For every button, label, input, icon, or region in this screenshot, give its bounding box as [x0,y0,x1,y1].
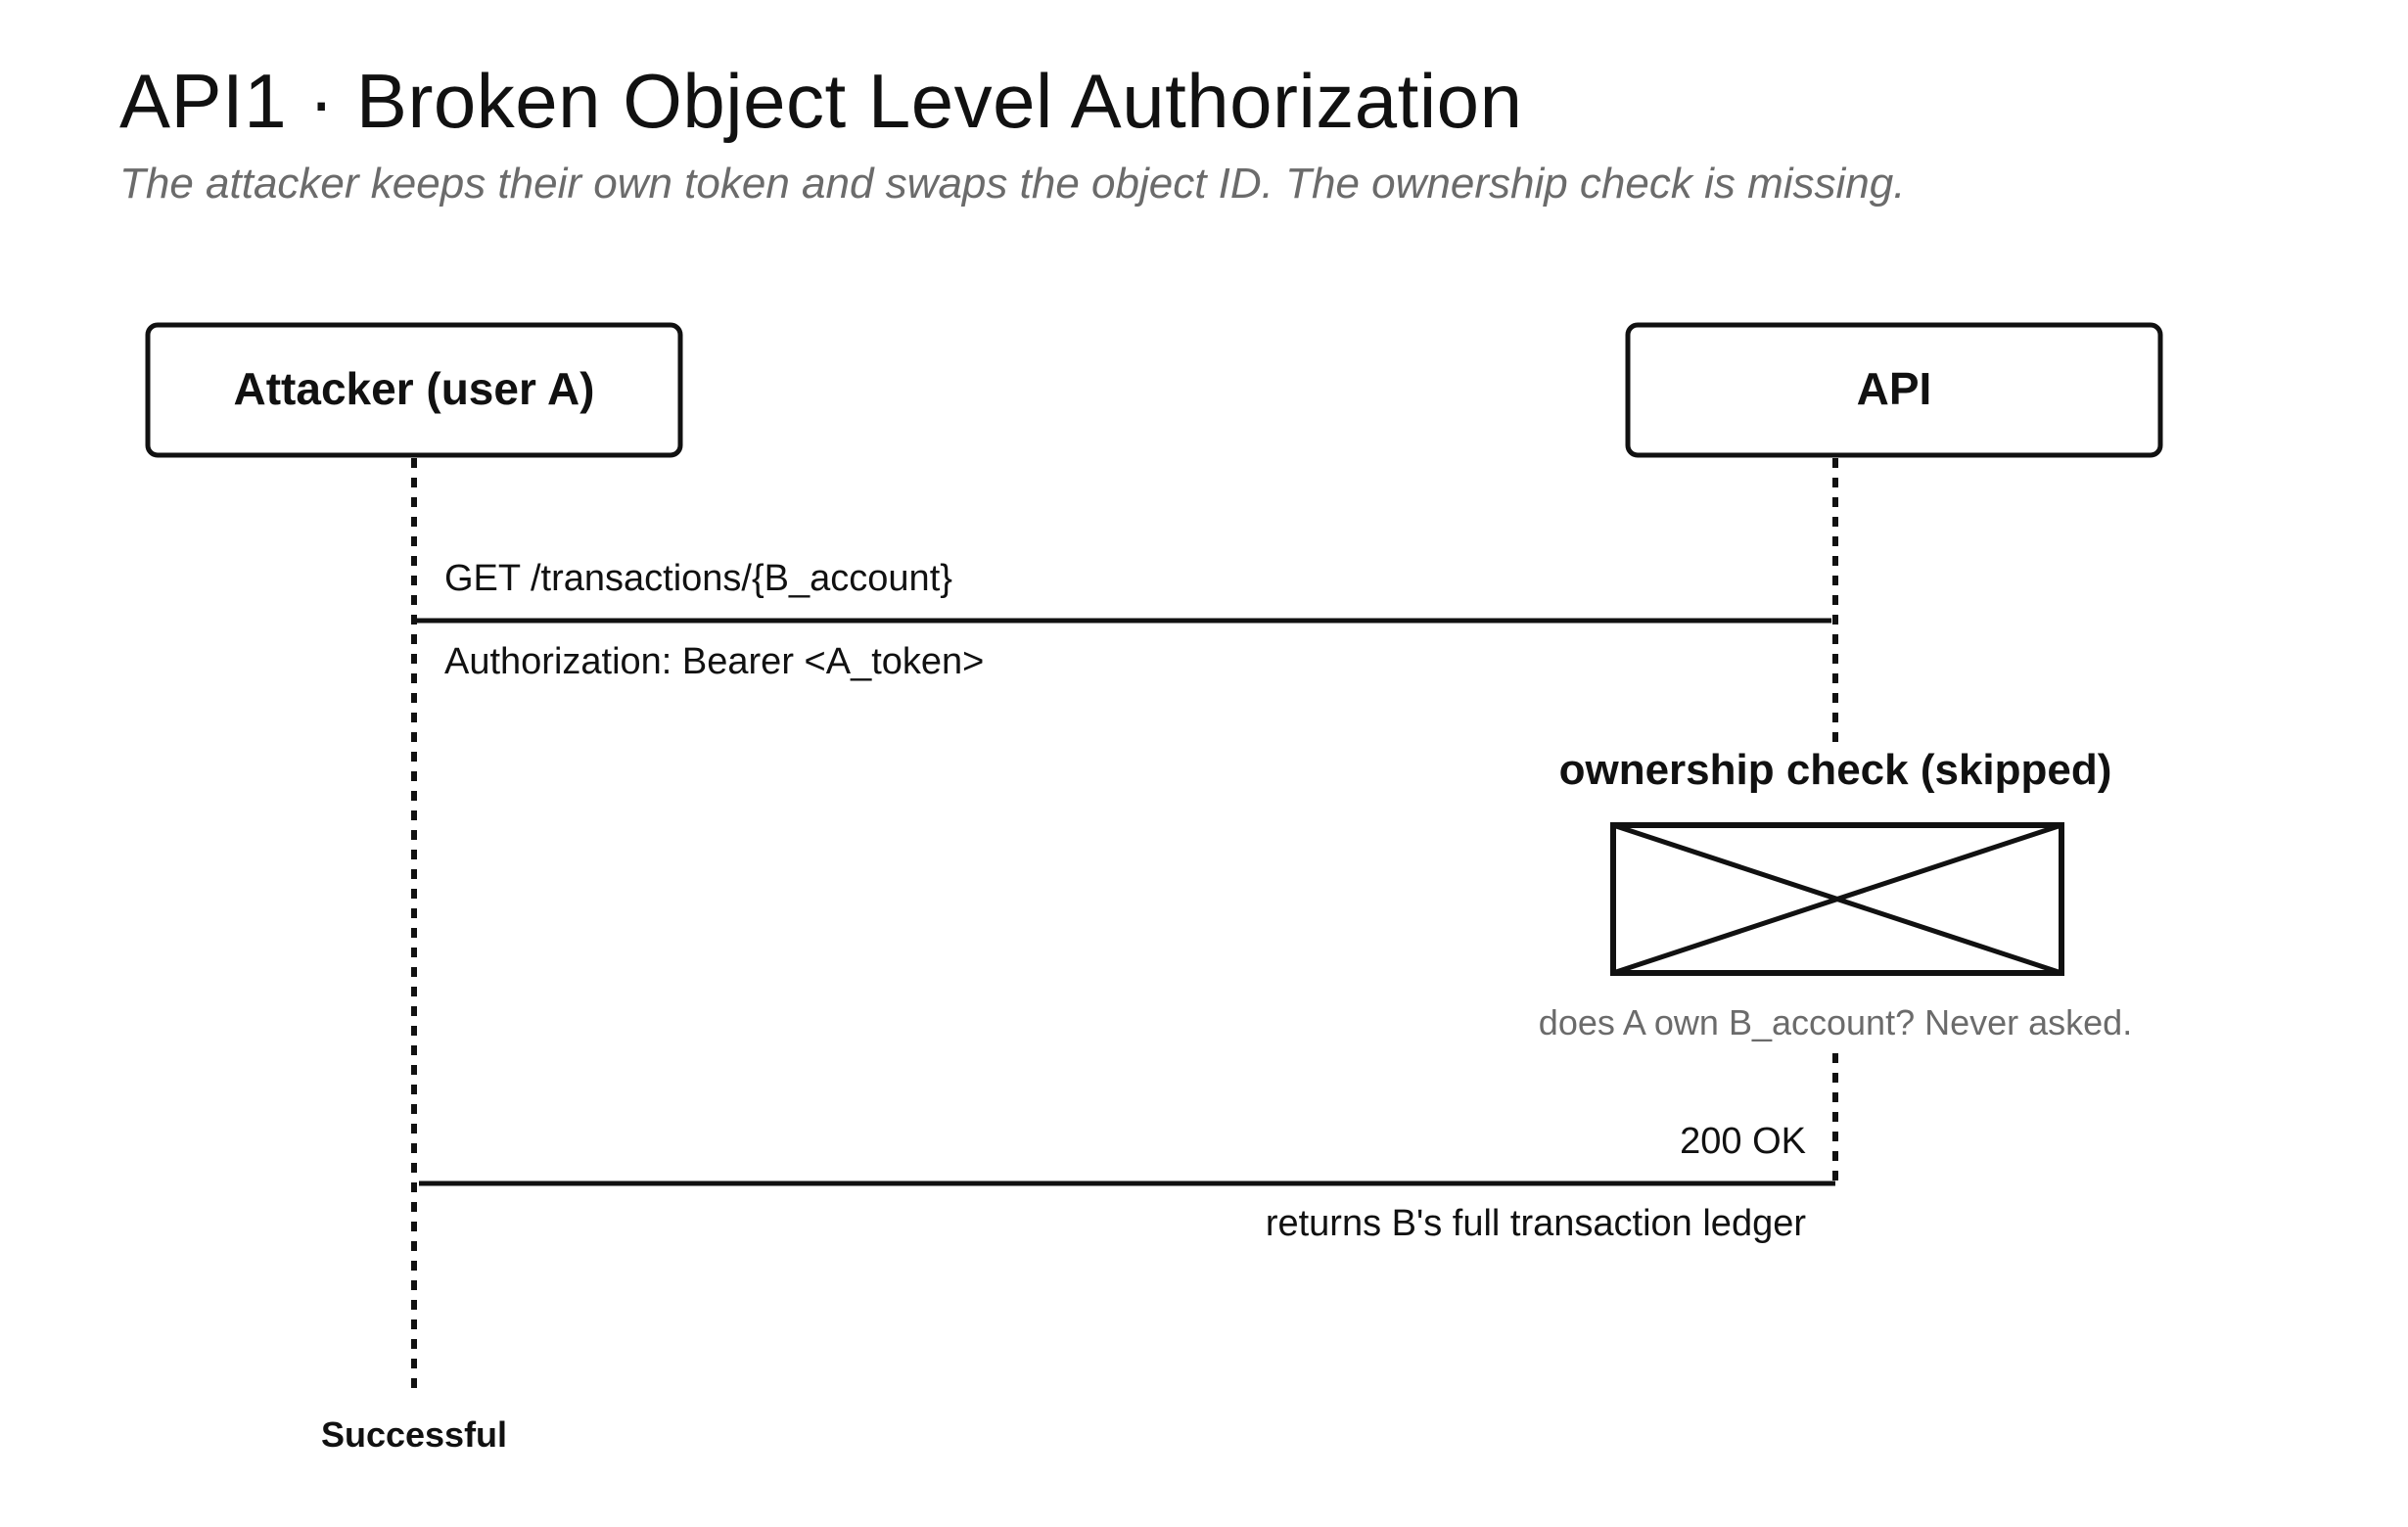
response-message: 200 OK returns B's full transaction ledg… [419,1121,1835,1244]
outcome-label: Successful [321,1414,507,1455]
request-header-label: Authorization: Bearer <A_token> [444,641,984,682]
page-title: API1 · Broken Object Level Authorization [119,58,1523,144]
actor-api-label: API [1857,363,1932,414]
actor-attacker: Attacker (user A) [145,322,683,458]
ownership-check-note: does A own B_account? Never asked. [1539,1002,2132,1042]
actor-attacker-label: Attacker (user A) [234,363,595,414]
request-line-label: GET /transactions/{B_account} [444,558,952,599]
actor-api-box [1625,322,2163,458]
ownership-check-title: ownership check (skipped) [1559,746,2112,794]
ownership-check: ownership check (skipped) does A own B_a… [1539,746,2132,1042]
response-body-label: returns B's full transaction ledger [1266,1203,1807,1244]
page-subtitle: The attacker keeps their own token and s… [119,160,1906,208]
actor-attacker-box [145,322,683,458]
actor-api: API [1625,322,2163,458]
ownership-check-cross-2 [1612,822,2062,976]
response-status-label: 200 OK [1680,1121,1806,1162]
request-message: GET /transactions/{B_account} Authorizat… [414,558,1831,682]
